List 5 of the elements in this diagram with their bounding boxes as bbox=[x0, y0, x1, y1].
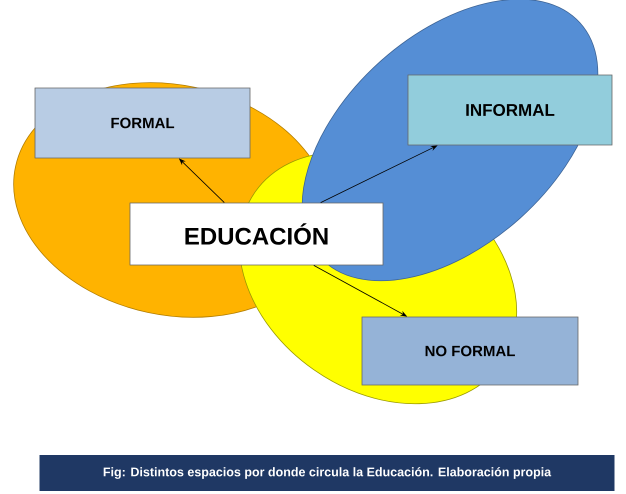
text-box: EDUCACIÓN bbox=[130, 202, 384, 266]
text-box: INFORMAL bbox=[408, 74, 612, 146]
text-box: NO FORMAL bbox=[362, 316, 578, 386]
caption-banner: Fig: Distintos espacios por donde circula la Educación. Elaboración propia bbox=[40, 454, 614, 491]
text-box: FORMAL bbox=[34, 88, 250, 158]
